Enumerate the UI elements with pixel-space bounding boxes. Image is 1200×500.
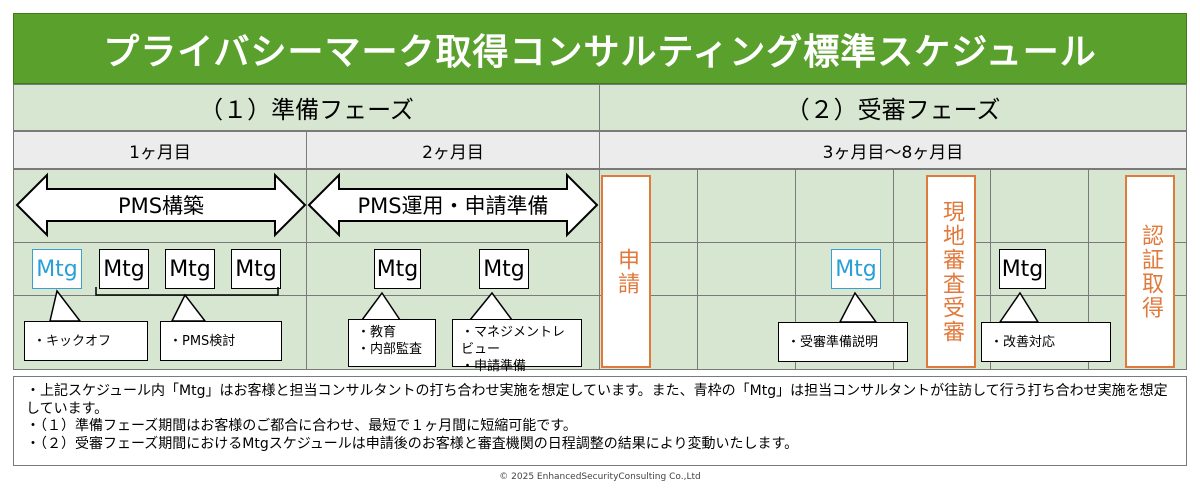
divider-col <box>990 170 991 369</box>
callout-line: ・教育 <box>357 325 397 340</box>
arrow-label-operate: PMS運用・申請準備 <box>357 194 549 218</box>
month-header-2: 2ヶ月目 <box>306 131 600 169</box>
note-line: ・上記スケジュール内「Mtg」はお客様と担当コンサルタントの打ち合わせ実施を想定… <box>26 383 1168 417</box>
callout-line: ・申請準備 <box>461 359 527 374</box>
callout-education: ・教育 ・内部監査 <box>348 319 436 367</box>
mtg-onsite-kickoff: Mtg <box>32 249 82 289</box>
callout-kickoff-text: ・キックオフ <box>33 333 112 349</box>
callout-line: ・マネジメントレビュー <box>461 325 566 357</box>
note-line: ・（１）準備フェーズ期間はお客様のご都合に合わせ、最短で１ヶ月間に短縮可能です。 <box>26 418 577 434</box>
month-header-3-8: 3ヶ月目〜8ヶ月目 <box>599 131 1187 169</box>
phase-arrows <box>15 172 599 238</box>
note-line: ・（２）受審フェーズ期間におけるMtgスケジュールは申請後のお客様と審査機関の日… <box>26 435 799 452</box>
mtg-onsite-exam-prep: Mtg <box>831 249 881 289</box>
divider-month-1-2 <box>306 170 307 369</box>
grid-row-arrows <box>14 170 1186 243</box>
mtg-box: Mtg <box>165 249 215 289</box>
milestone-certify-text: 認証取得 <box>1138 223 1163 320</box>
mtg-box: Mtg <box>374 249 421 289</box>
callout-pms-review: ・PMS検討 <box>160 321 282 361</box>
milestone-onsite-exam-text: 現地審査受審 <box>939 199 964 344</box>
arrow-pms-build <box>15 172 307 238</box>
callout-kickoff: ・キックオフ <box>24 321 148 361</box>
divider-col <box>1088 170 1089 369</box>
callout-exam-prep-text: ・受審準備説明 <box>787 334 879 350</box>
callout-pointers <box>49 289 1040 323</box>
arrow-pms-operate <box>307 172 599 238</box>
arrow-label-build: PMS構築 <box>117 194 205 218</box>
callout-improve-text: ・改善対応 <box>990 334 1056 350</box>
month-header-1: 1ヶ月目 <box>13 131 307 169</box>
page-title: プライバシーマーク取得コンサルティング標準スケジュール <box>13 13 1187 84</box>
callout-pms-review-text: ・PMS検討 <box>169 333 236 349</box>
milestone-certify: 認証取得 <box>1125 175 1175 368</box>
phase-header-prep: （１）準備フェーズ <box>13 84 600 131</box>
mtg-box: Mtg <box>99 249 149 289</box>
mtg-box: Mtg <box>479 249 529 289</box>
bracket-pms-review <box>95 287 279 296</box>
copyright-footer: © 2025 EnhancedSecurityConsulting Co.,Lt… <box>499 472 701 482</box>
callout-mgmt-review: ・マネジメントレビュー ・申請準備 <box>452 319 582 374</box>
callout-line: ・内部監査 <box>357 342 423 357</box>
milestone-apply-text: 申請 <box>614 247 639 296</box>
divider-col <box>795 170 796 369</box>
divider-col <box>697 170 698 369</box>
callout-exam-prep: ・受審準備説明 <box>778 322 908 362</box>
divider-col <box>893 170 894 369</box>
milestone-apply: 申請 <box>601 175 651 368</box>
divider-phase <box>599 170 600 369</box>
phase-header-review: （２）受審フェーズ <box>599 84 1187 131</box>
notes-box: ・上記スケジュール内「Mtg」はお客様と担当コンサルタントの打ち合わせ実施を想定… <box>13 376 1187 466</box>
mtg-box: Mtg <box>231 249 281 289</box>
callout-improve: ・改善対応 <box>981 322 1111 362</box>
milestone-onsite-exam: 現地審査受審 <box>926 175 976 368</box>
mtg-box: Mtg <box>999 249 1046 289</box>
grid-row-mtg <box>14 243 1186 296</box>
